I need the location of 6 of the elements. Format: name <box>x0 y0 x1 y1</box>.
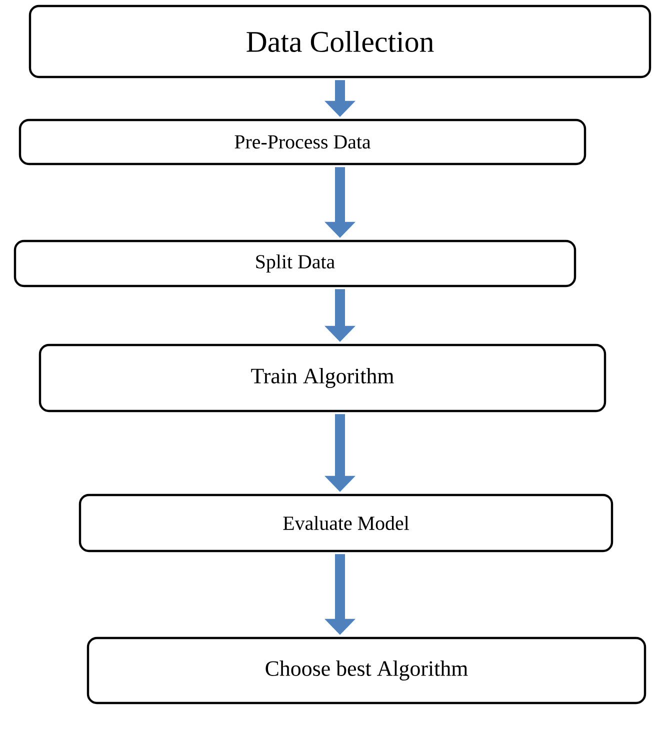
process-box: Evaluate Model <box>78 494 614 552</box>
process-box: Data Collection <box>28 4 652 78</box>
process-box: Train Algorithm <box>38 344 606 412</box>
process-box: Pre-Process Data <box>18 118 586 166</box>
process-box: Split Data <box>14 240 576 288</box>
process-box: Choose best Algorithm <box>86 636 646 704</box>
